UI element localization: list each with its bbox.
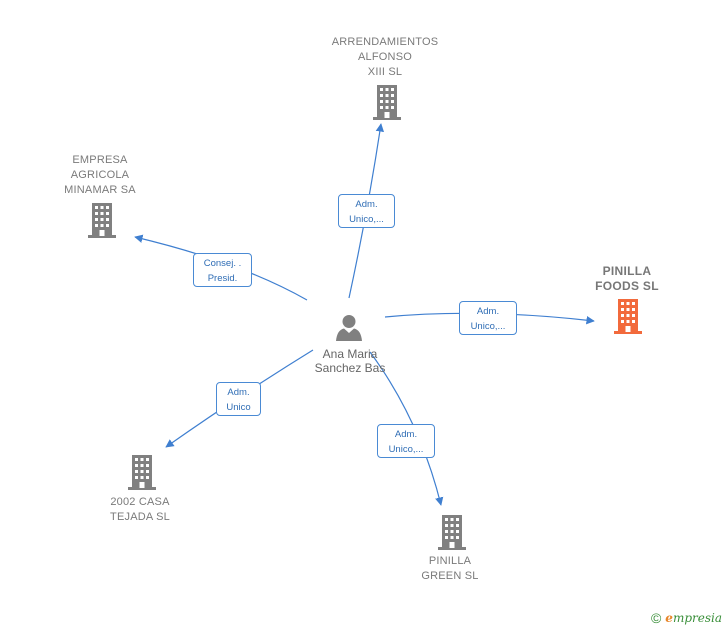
relation-label-casa-tejada[interactable]: Adm. Unico — [216, 382, 261, 416]
brand-logo[interactable]: empresia — [665, 611, 722, 625]
building-icon-empresa-agricola[interactable] — [87, 203, 117, 238]
relation-label-empresa-agricola[interactable]: Consej. . Presid. — [193, 253, 252, 287]
company-label-arrendamientos[interactable]: ARRENDAMIENTOS ALFONSO XIII SL — [331, 36, 439, 78]
building-icon-pinilla-foods[interactable] — [613, 299, 643, 334]
person-icon[interactable] — [334, 312, 364, 342]
building-icon-casa-tejada[interactable] — [127, 455, 157, 490]
relation-label-arrendamientos[interactable]: Adm. Unico,... — [338, 194, 395, 228]
company-label-empresa-agricola[interactable]: EMPRESA AGRICOLA MINAMAR SA — [64, 154, 136, 196]
relation-label-pinilla-green[interactable]: Adm. Unico,... — [377, 424, 435, 458]
company-label-pinilla-foods[interactable]: PINILLA FOODS SL — [595, 264, 659, 293]
building-icon-pinilla-green[interactable] — [437, 515, 467, 550]
company-label-pinilla-green[interactable]: PINILLA GREEN SL — [421, 555, 479, 582]
footer-brand: © empresia — [651, 610, 722, 626]
company-label-casa-tejada[interactable]: 2002 CASA TEJADA SL — [110, 496, 170, 523]
relation-label-pinilla-foods[interactable]: Adm. Unico,... — [459, 301, 517, 335]
copyright-icon: © — [650, 610, 662, 626]
building-icon-arrendamientos[interactable] — [372, 85, 402, 120]
person-name[interactable]: Ana Maria Sanchez Bas — [314, 347, 386, 375]
